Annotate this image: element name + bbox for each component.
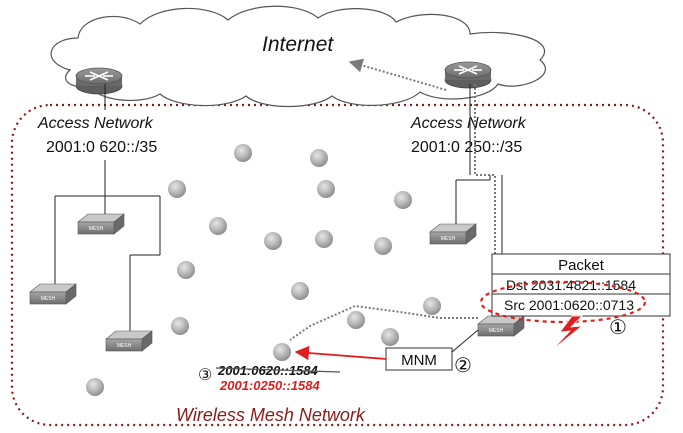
mesh-node	[317, 180, 335, 198]
left-wired-links	[54, 84, 161, 332]
mesh-node	[177, 261, 195, 279]
mesh-node	[423, 297, 441, 315]
new-address: 2001:0250::1584	[219, 378, 321, 393]
old-address-strike	[215, 367, 341, 373]
mesh-node	[291, 282, 309, 300]
mesh-label: MESH	[41, 296, 56, 302]
mesh-nodes	[86, 144, 441, 396]
mesh-node	[273, 343, 291, 361]
mesh-node	[374, 237, 392, 255]
mesh-node	[209, 217, 227, 235]
access-network-right-title: Access Network	[410, 115, 527, 132]
mesh-node	[234, 144, 252, 162]
packet-title: Packet	[558, 257, 605, 274]
wmn-label: Wireless Mesh Network	[176, 405, 366, 425]
mesh-router-icon: MESH	[429, 223, 477, 245]
access-network-left-title: Access Network	[37, 115, 154, 132]
src-highlight	[479, 280, 647, 324]
mesh-node	[264, 232, 282, 250]
step-marker-1: ①	[609, 317, 627, 339]
internet-label: Internet	[262, 33, 334, 56]
wireless-path	[289, 304, 478, 341]
step-marker-2: ②	[454, 355, 472, 377]
mnm-box: MNM	[385, 347, 453, 371]
router-icon-left	[75, 67, 123, 95]
old-address: 2001:0620::1584	[217, 363, 319, 378]
mesh-node	[347, 311, 365, 329]
access-network-left-prefix-text: 2001:0 620::/35	[46, 139, 157, 156]
mesh-label: MESH	[89, 226, 104, 232]
update-arrow	[294, 345, 387, 361]
mesh-router-icon: MESH	[105, 330, 153, 352]
packet-src: Src 2001:0620::0713	[504, 297, 634, 313]
mesh-router-icon: MESH	[29, 283, 77, 305]
mesh-label: MESH	[441, 236, 456, 242]
step-marker-3: ③	[198, 367, 212, 384]
mesh-node	[381, 328, 399, 346]
internet-cloud	[50, 5, 547, 108]
lightning-icon	[551, 315, 584, 351]
packet-dst: Dst 2031:4821::1584	[506, 277, 636, 293]
packet-route-wired	[474, 84, 496, 315]
mnm-link	[451, 329, 479, 353]
packet-box: Packet Dst 2031:4821::1584 Src 2001:0620…	[491, 253, 671, 317]
mesh-node	[168, 180, 186, 198]
mesh-node	[171, 317, 189, 335]
mesh-label: MESH	[117, 343, 132, 349]
access-network-right-prefix: 2001:0 250::/35	[411, 139, 522, 156]
mesh-router-icon: MESH	[77, 213, 125, 235]
uplink-path	[348, 58, 447, 91]
mnm-label: MNM	[401, 352, 437, 369]
mesh-node	[310, 149, 328, 167]
mesh-router-icon: MESH	[477, 315, 525, 337]
mesh-label: MESH	[489, 328, 504, 334]
mesh-node	[86, 378, 104, 396]
mesh-node	[394, 191, 412, 209]
mesh-node	[315, 230, 333, 248]
router-icon-right	[444, 61, 492, 89]
